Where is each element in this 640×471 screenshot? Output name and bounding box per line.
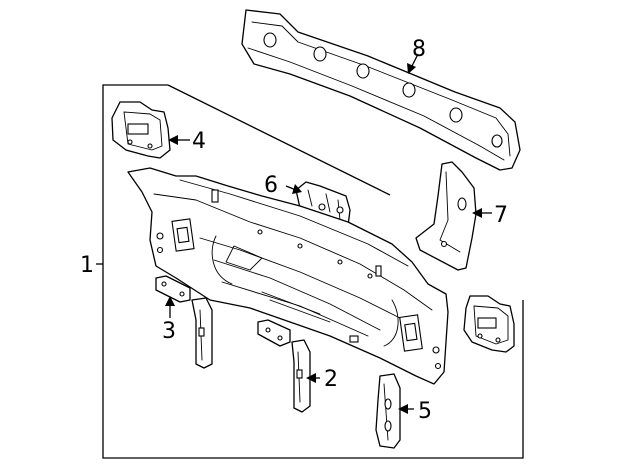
callout-1: 1 bbox=[80, 253, 94, 278]
part-2-center-bracket bbox=[291, 339, 311, 413]
callout-2: 2 bbox=[324, 367, 338, 392]
part-8-upper-crossmember bbox=[241, 9, 521, 171]
part-3-plate bbox=[155, 275, 191, 303]
callout-3: 3 bbox=[162, 319, 176, 344]
assembly-boundary bbox=[102, 84, 524, 459]
assembly-boundary-top-edge bbox=[167, 84, 391, 196]
center-lower-plate bbox=[257, 319, 291, 347]
leader-lines bbox=[96, 53, 492, 414]
part-7-pillar-bracket bbox=[415, 161, 477, 271]
lower-left-bracket bbox=[191, 297, 213, 369]
part-4-left-bracket bbox=[111, 101, 171, 159]
callout-7: 7 bbox=[494, 203, 508, 228]
callout-6: 6 bbox=[264, 173, 278, 198]
part-5-lower-bracket bbox=[375, 373, 401, 449]
right-side-bracket bbox=[463, 295, 515, 353]
callout-5: 5 bbox=[418, 399, 432, 424]
part-1-back-panel bbox=[127, 167, 449, 385]
callout-4: 4 bbox=[192, 129, 206, 154]
callout-8: 8 bbox=[412, 37, 426, 62]
